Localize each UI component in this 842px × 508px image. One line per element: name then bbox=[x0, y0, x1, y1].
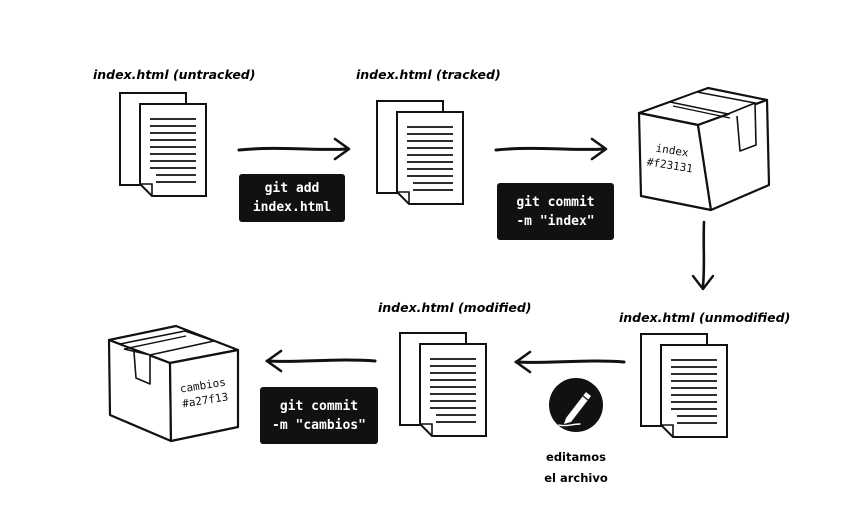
stage-label-tracked: index.html (tracked) bbox=[356, 67, 501, 82]
edit-note-line-2: el archivo bbox=[544, 471, 608, 485]
arrow-edit-icon bbox=[514, 350, 626, 374]
git-commit-index-line-1: git commit bbox=[516, 194, 595, 210]
git-commit-index-command: git commit -m "index" bbox=[497, 183, 614, 240]
docs-modified-icon bbox=[399, 332, 487, 437]
stage-label-unmodified: index.html (unmodified) bbox=[619, 310, 791, 325]
commit-box-second-icon bbox=[107, 324, 240, 443]
stage-label-modified: index.html (modified) bbox=[378, 300, 532, 315]
git-add-line-2: index.html bbox=[252, 200, 332, 215]
git-add-command: git add index.html bbox=[239, 174, 345, 222]
git-commit-cambios-line-2: -m "cambios" bbox=[272, 417, 366, 433]
edit-note-line-1: editamos bbox=[546, 450, 606, 464]
arrow-add-icon bbox=[237, 137, 351, 161]
git-commit-index-line-2: -m "index" bbox=[516, 213, 595, 229]
git-commit-cambios-command: git commit -m "cambios" bbox=[260, 387, 378, 444]
arrow-commit-icon bbox=[494, 137, 608, 161]
docs-untracked-icon bbox=[119, 92, 207, 197]
git-add-line-1: git add bbox=[264, 181, 320, 196]
stage-label-untracked: index.html (untracked) bbox=[93, 67, 256, 82]
docs-unmodified-icon bbox=[640, 333, 728, 438]
commit-box-first-icon bbox=[637, 86, 771, 212]
edit-note: editamos el archivo bbox=[526, 447, 626, 489]
arrow-down-icon bbox=[691, 220, 715, 291]
arrow-commit-cambios-icon bbox=[265, 349, 377, 373]
pen-icon bbox=[549, 378, 603, 432]
git-commit-cambios-line-1: git commit bbox=[279, 398, 359, 414]
docs-tracked-icon bbox=[376, 100, 464, 205]
